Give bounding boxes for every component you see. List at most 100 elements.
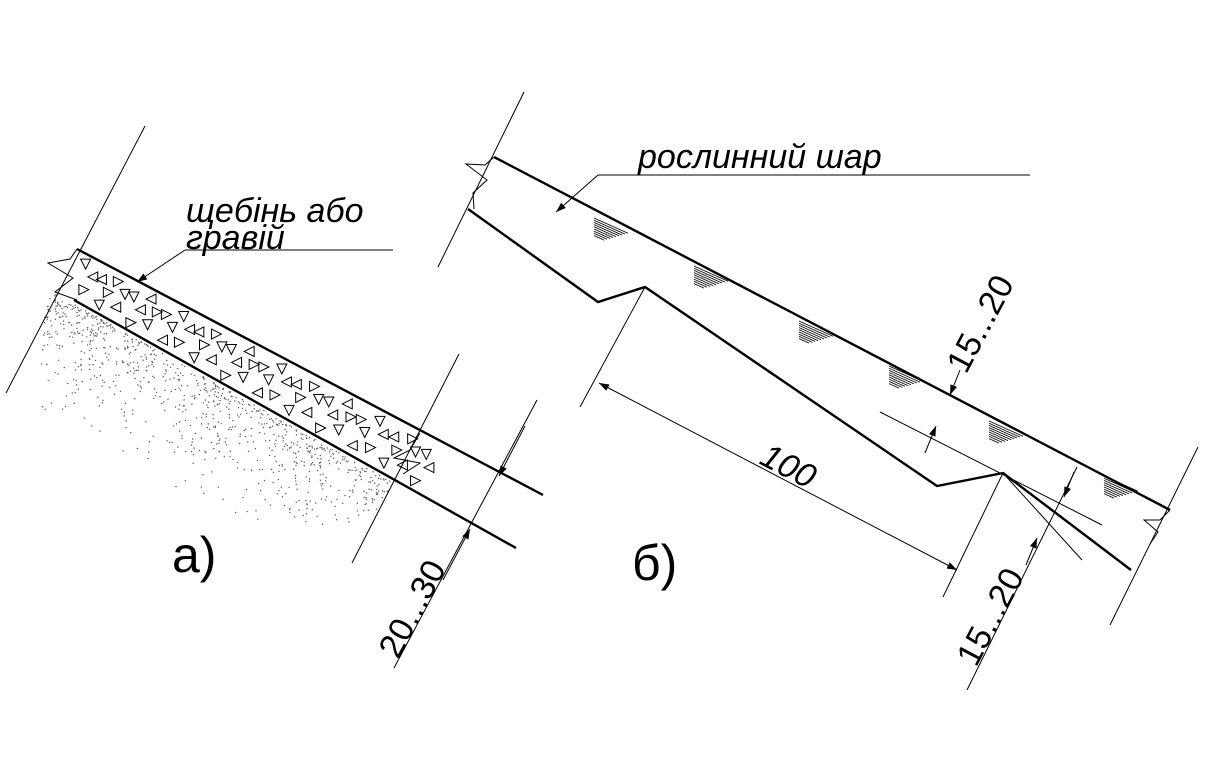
dim-ext-line-step-right <box>942 472 1004 598</box>
soil-dot <box>192 462 194 464</box>
gravel-triangle <box>251 387 263 399</box>
soil-dot <box>106 325 108 327</box>
hatch-line <box>888 370 918 384</box>
soil-dot <box>172 363 174 365</box>
hatch-line <box>1103 484 1127 496</box>
gravel-triangle <box>79 258 92 271</box>
soil-dot <box>78 322 81 324</box>
soil-dot <box>118 374 120 376</box>
soil-dot <box>323 447 325 450</box>
hatch-line <box>693 265 729 282</box>
soil-dot <box>173 377 175 379</box>
soil-dot <box>269 504 272 506</box>
soil-dot <box>228 391 231 393</box>
soil-dot <box>61 301 63 303</box>
soil-dot <box>94 316 96 318</box>
dim-ext-line-step-left <box>579 286 646 408</box>
soil-dot <box>184 480 186 482</box>
soil-dot <box>293 468 295 470</box>
hatch-line <box>798 333 816 342</box>
soil-dot <box>127 346 129 349</box>
soil-dot <box>208 395 211 397</box>
soil-dot <box>262 426 265 428</box>
soil-dot <box>103 346 105 349</box>
soil-dot <box>247 441 249 443</box>
callout-text-gravel-line1: щебінь або <box>186 192 364 230</box>
hatch-line <box>888 376 909 386</box>
soil-dot <box>343 458 345 460</box>
soil-dot <box>228 403 230 405</box>
soil-dot <box>202 412 204 415</box>
gravel-triangle <box>387 431 400 443</box>
soil-dot <box>306 443 308 445</box>
hatch-line <box>798 336 813 343</box>
soil-dot <box>310 463 313 465</box>
soil-dot <box>220 423 222 425</box>
soil-dot <box>134 377 136 380</box>
soil-dot <box>51 336 53 338</box>
soil-dot <box>152 435 154 437</box>
dim-ext-line-step-height <box>1002 472 1083 561</box>
soil-dot <box>345 460 348 462</box>
gravel-triangle <box>276 363 288 376</box>
soil-dot <box>316 447 319 449</box>
soil-dot <box>353 485 355 487</box>
soil-dot <box>180 389 182 391</box>
soil-dot <box>178 408 180 410</box>
soil-dot <box>121 360 124 362</box>
soil-dot <box>115 374 117 376</box>
soil-dot <box>342 459 344 461</box>
soil-dot <box>229 426 231 429</box>
soil-dot <box>151 360 153 363</box>
soil-dot <box>58 316 61 318</box>
soil-dot <box>98 327 100 329</box>
soil-dot <box>153 397 155 400</box>
soil-dot <box>174 406 177 408</box>
soil-dot <box>100 331 102 333</box>
soil-dot <box>372 471 374 473</box>
soil-dot <box>336 460 339 463</box>
hatch-line <box>988 431 1009 441</box>
soil-dot <box>177 374 179 377</box>
soil-dot <box>58 345 61 347</box>
soil-dot <box>92 333 95 335</box>
soil-dot <box>328 460 330 462</box>
soil-dot <box>245 409 247 411</box>
soil-dot <box>148 381 150 383</box>
soil-dot <box>217 435 219 438</box>
soil-dot <box>376 485 378 487</box>
gravel-triangle <box>420 448 433 461</box>
soil-dot <box>278 423 280 425</box>
soil-dot <box>212 400 215 402</box>
soil-dot <box>76 311 78 314</box>
soil-dot <box>250 469 253 471</box>
soil-dot <box>92 329 94 332</box>
soil-dot <box>123 335 125 338</box>
soil-dot <box>139 385 142 387</box>
soil-dot <box>101 402 104 404</box>
soil-dot <box>79 310 81 312</box>
soil-dot <box>270 426 272 428</box>
soil-dot <box>64 313 66 315</box>
soil-dot <box>262 414 264 416</box>
hatch-line <box>798 327 825 340</box>
soil-dot <box>229 456 231 458</box>
soil-dot <box>191 441 193 443</box>
soil-dot <box>78 314 81 316</box>
soil-dot <box>320 444 323 446</box>
gravel-triangle <box>365 441 377 454</box>
soil-dot <box>109 386 111 388</box>
gravel-triangle <box>166 321 179 334</box>
soil-dot <box>193 398 196 400</box>
soil-dot <box>72 379 75 381</box>
soil-dot <box>311 455 313 457</box>
soil-dot <box>144 343 146 345</box>
hatch-line <box>593 235 605 241</box>
soil-dot <box>285 443 287 445</box>
soil-dot <box>217 486 220 488</box>
callout-text-gravel-line2: гравій <box>186 219 285 257</box>
gravel-triangle <box>95 273 107 286</box>
topsoil-surface-line <box>493 155 1171 512</box>
soil-dot <box>217 421 219 423</box>
hatch-line <box>988 433 1006 442</box>
